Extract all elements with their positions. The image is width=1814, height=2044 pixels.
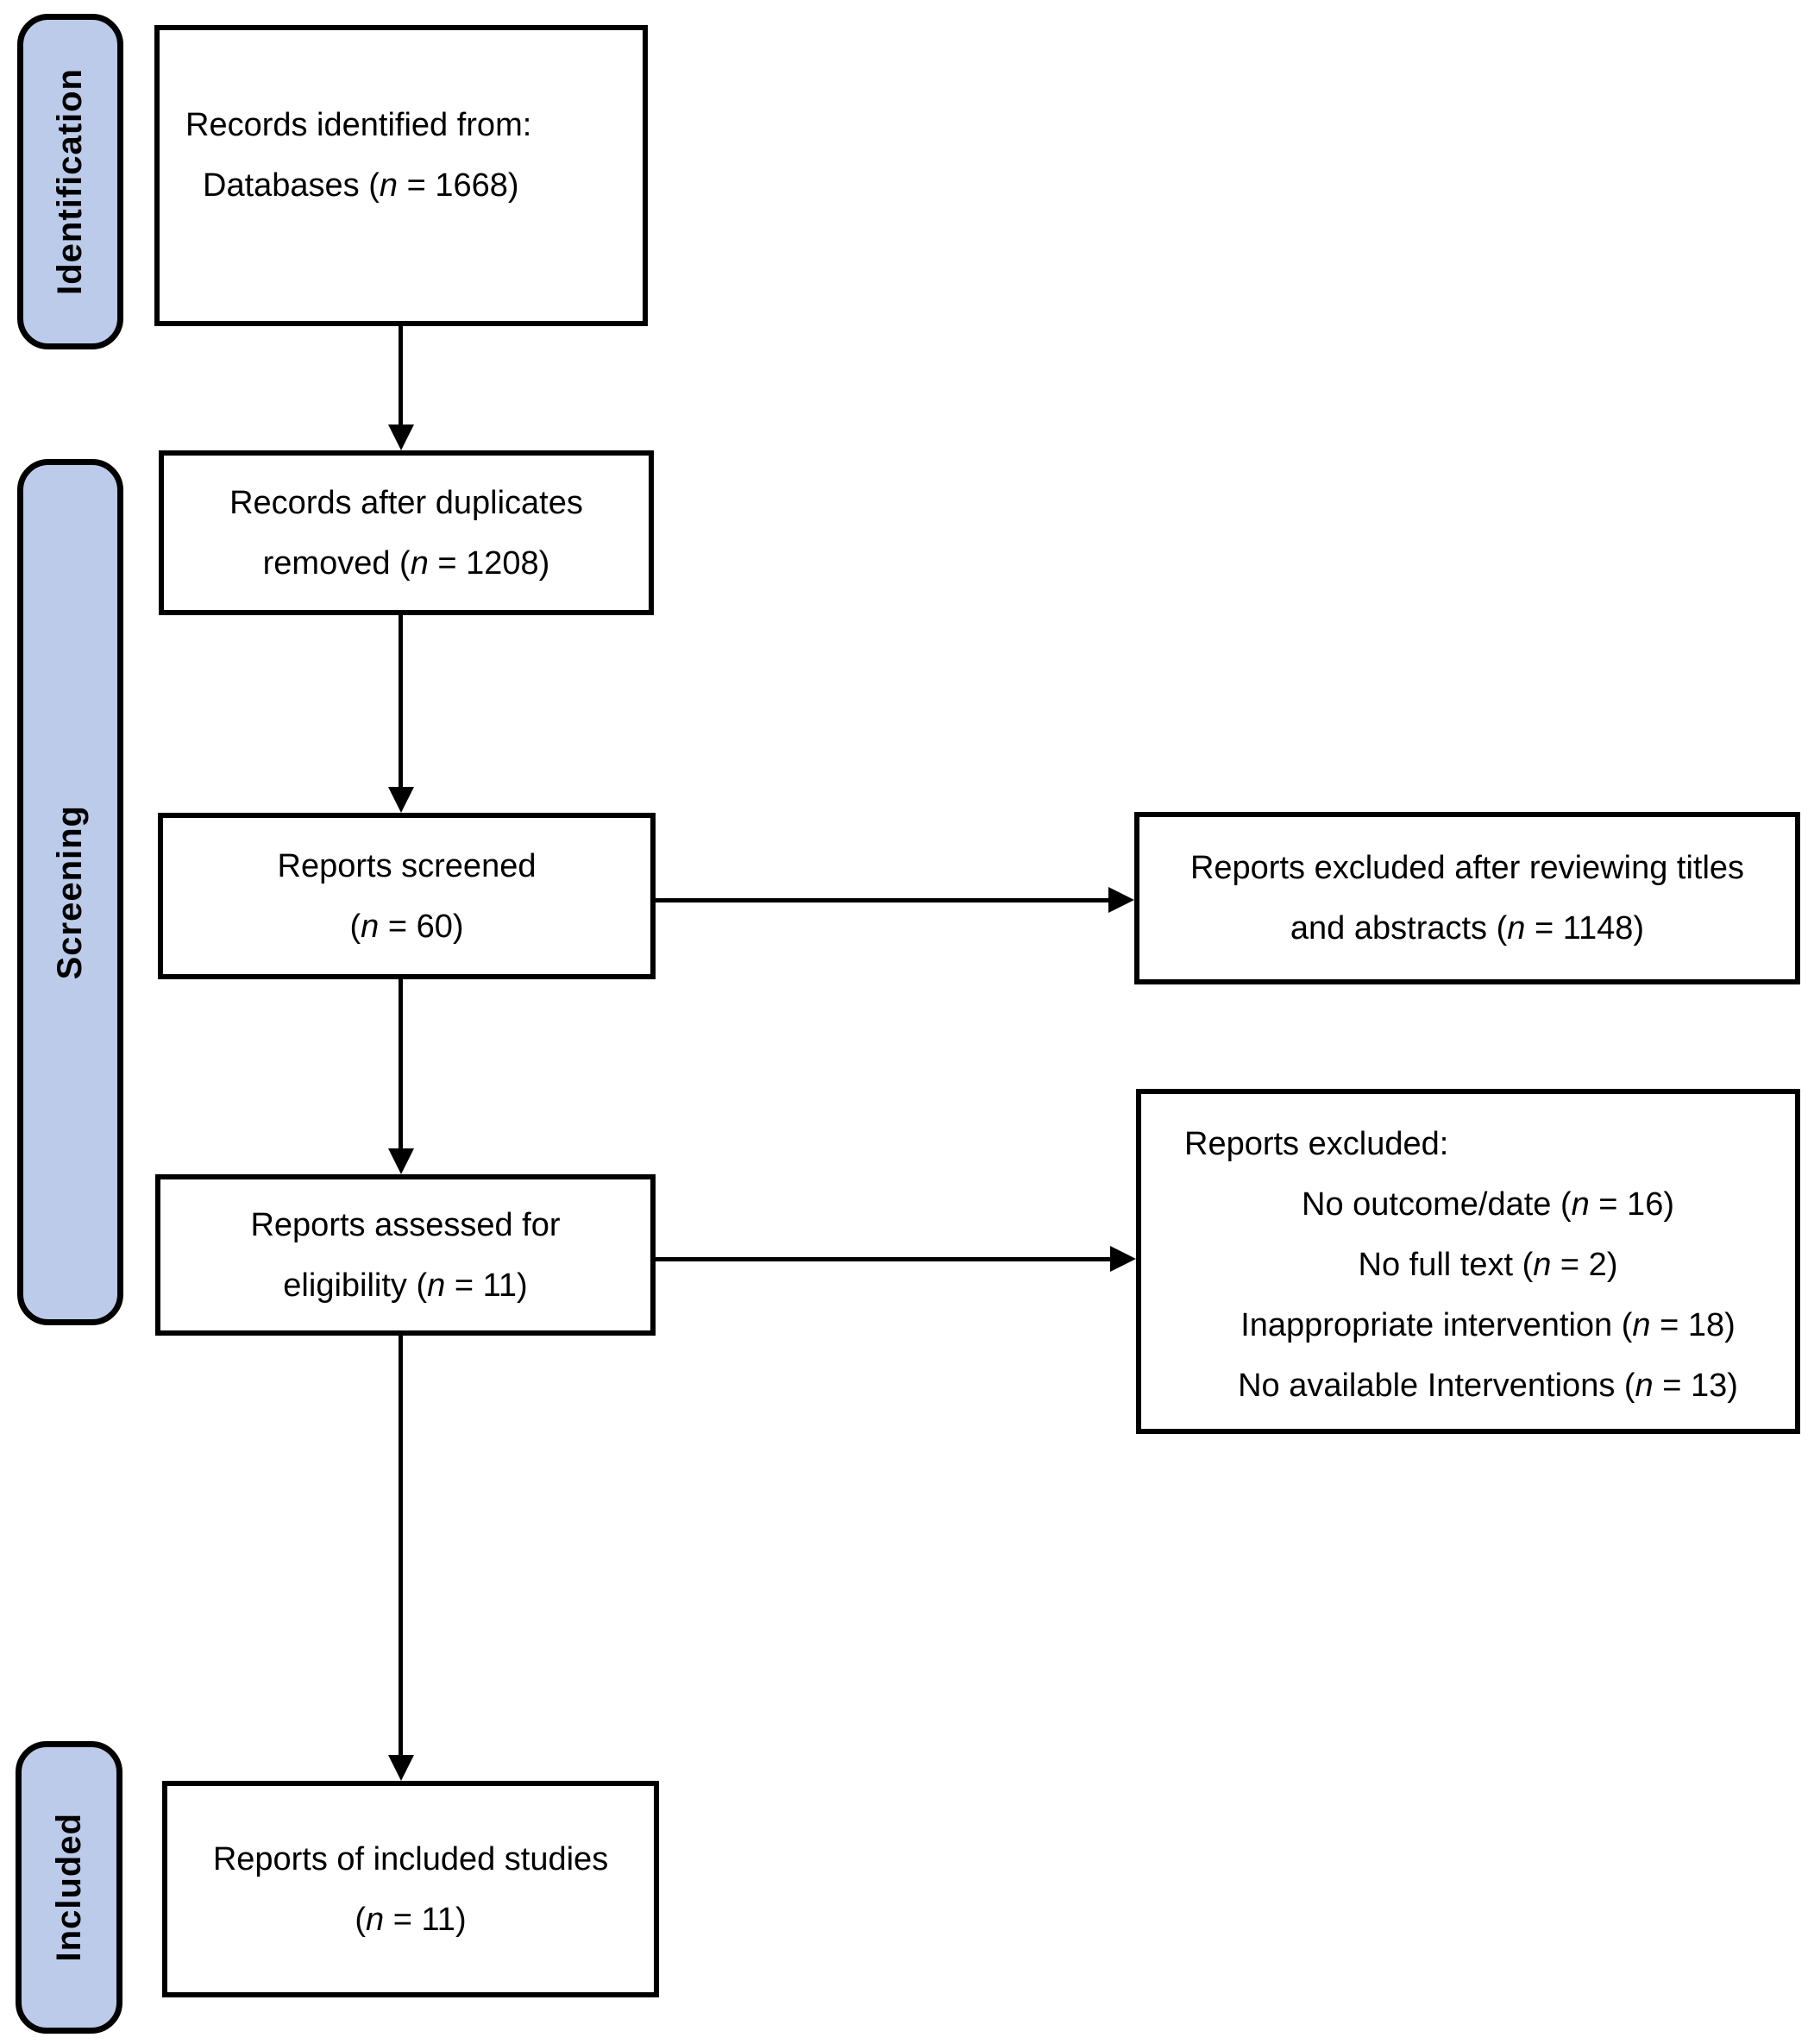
reports-screened-line2: (n = 60) <box>349 908 464 945</box>
records-identified-line1: Records identified from: <box>185 107 532 143</box>
excluded-reason-item: Inappropriate intervention (n = 18) <box>1240 1307 1736 1343</box>
excluded-titles-line1: Reports excluded after reviewing titles <box>1189 850 1745 886</box>
down-arrowhead-icon <box>388 425 414 450</box>
stage-label-identification: Identification <box>51 68 89 295</box>
stage-bar-included: Included <box>16 1741 122 2034</box>
box-excluded-titles-abstracts: Reports excluded after reviewing titles … <box>1134 812 1800 984</box>
box-excluded-reasons: Reports excluded: No outcome/date (n = 1… <box>1136 1089 1800 1434</box>
excluded-reason-item: No full text (n = 2) <box>1358 1247 1618 1283</box>
stage-bar-identification: Identification <box>17 14 123 349</box>
excluded-reason-item: No outcome/date (n = 16) <box>1302 1186 1674 1223</box>
reports-included-line2: (n = 11) <box>355 1901 467 1938</box>
box-reports-screened: Reports screened (n = 60) <box>158 813 656 979</box>
box-reports-assessed: Reports assessed for eligibility (n = 11… <box>155 1174 656 1336</box>
excluded-reasons-list: No outcome/date (n = 16) No full text (n… <box>1141 1174 1783 1416</box>
arrow-assessed-to-excluded-line <box>656 1257 1110 1261</box>
reports-included-line1: Reports of included studies <box>212 1840 609 1877</box>
right-arrowhead-icon <box>1108 887 1134 913</box>
down-arrowhead-icon <box>388 1148 414 1174</box>
stage-label-screening: Screening <box>51 804 89 980</box>
reports-assessed-line1: Reports assessed for <box>250 1206 561 1243</box>
arrow-duplicates-to-screened-line <box>399 613 403 787</box>
reports-assessed-line2: eligibility (n = 11) <box>283 1267 528 1304</box>
stage-bar-screening: Screening <box>17 459 123 1325</box>
duplicates-removed-line2: removed (n = 1208) <box>262 544 550 582</box>
excluded-reasons-header: Reports excluded: <box>1184 1126 1449 1162</box>
arrow-assessed-to-included-line <box>399 1334 403 1755</box>
reports-screened-line1: Reports screened <box>277 847 537 884</box>
box-duplicates-removed: Records after duplicates removed (n = 12… <box>159 450 654 615</box>
records-identified-line2: Databases (n = 1668) <box>203 167 519 204</box>
arrow-screened-to-assessed-line <box>399 978 403 1148</box>
down-arrowhead-icon <box>388 787 414 813</box>
excluded-titles-line2: and abstracts (n = 1148) <box>1290 910 1645 947</box>
excluded-reason-item: No available Interventions (n = 13) <box>1238 1368 1738 1404</box>
arrow-screened-to-excluded-line <box>656 898 1108 903</box>
down-arrowhead-icon <box>388 1755 414 1781</box>
box-records-identified: Records identified from: Databases (n = … <box>154 25 648 326</box>
box-reports-included: Reports of included studies (n = 11) <box>162 1781 659 1997</box>
right-arrowhead-icon <box>1110 1246 1136 1272</box>
arrow-identified-to-duplicates-line <box>399 324 403 425</box>
duplicates-removed-line1: Records after duplicates <box>229 484 583 521</box>
stage-label-included: Included <box>49 1813 88 1962</box>
